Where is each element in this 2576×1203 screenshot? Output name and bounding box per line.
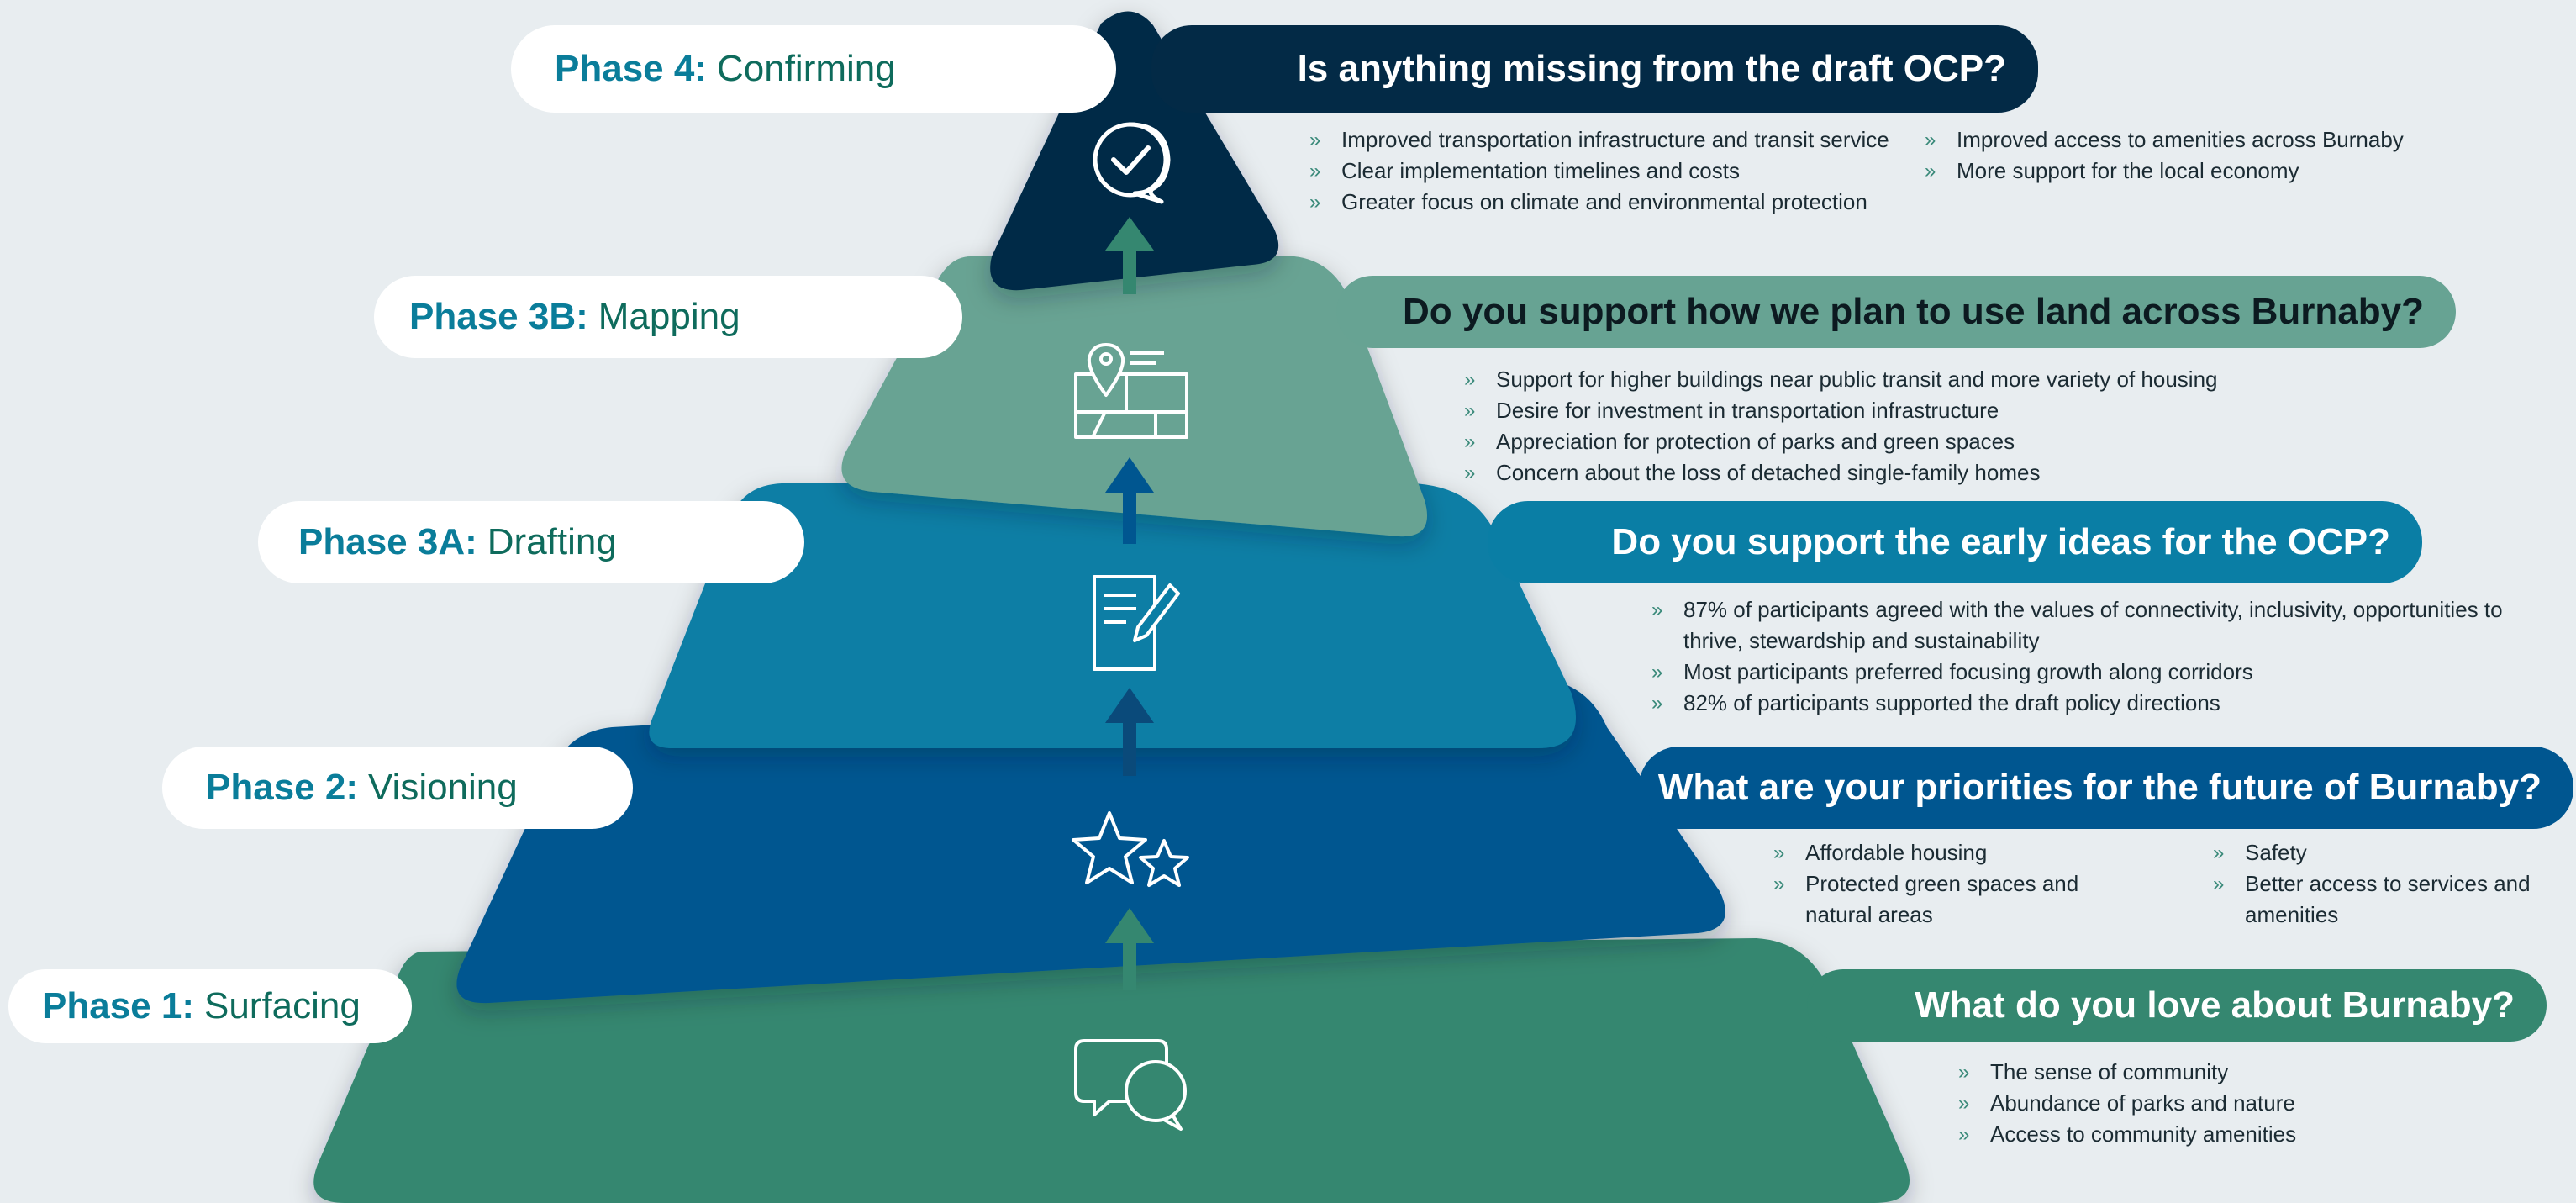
checkmark-speech-bubble-icon	[1093, 122, 1171, 204]
phase-name-phase1: Surfacing	[203, 985, 361, 1026]
phase-label-pill-phase4: Phase 4: Confirming	[511, 25, 1116, 113]
finding-item: More support for the local economy	[1925, 156, 2471, 187]
findings-list-phase3b: Support for higher buildings near public…	[1464, 364, 2473, 488]
chat-bubbles-icon	[1074, 1039, 1187, 1131]
stars-icon	[1072, 811, 1189, 887]
finding-item: Greater focus on climate and environment…	[1309, 187, 1923, 218]
pyramid-layer-confirming	[990, 11, 1279, 291]
question-text-phase2: What are your priorities for the future …	[1657, 767, 2542, 808]
phase-name-phase4: Confirming	[716, 48, 896, 89]
progress-arrow-2	[1105, 688, 1154, 776]
phase-name-phase3a: Drafting	[487, 521, 617, 562]
pyramid-layer-drafting	[649, 483, 1576, 748]
finding-item: 87% of participants agreed with the valu…	[1651, 594, 2509, 657]
finding-item: The sense of community	[1958, 1057, 2505, 1088]
question-banner-phase3b: Do you support how we plan to use land a…	[1336, 276, 2456, 348]
finding-item: Support for higher buildings near public…	[1464, 364, 2473, 395]
findings-list-phase4-col2: Improved access to amenities across Burn…	[1925, 124, 2471, 187]
phase-label-pill-phase3a: Phase 3A: Drafting	[258, 501, 804, 583]
finding-item: Desire for investment in transportation …	[1464, 395, 2473, 426]
finding-item: Affordable housing	[1773, 837, 2126, 868]
progress-arrow-1	[1105, 908, 1154, 990]
finding-item: Appreciation for protection of parks and…	[1464, 426, 2473, 457]
progress-arrow-4	[1105, 217, 1154, 294]
question-banner-phase1: What do you love about Burnaby?	[1807, 969, 2547, 1042]
phase-number-phase4: Phase 4:	[555, 48, 707, 89]
question-banner-phase3a: Do you support the early ideas for the O…	[1488, 501, 2422, 583]
findings-list-phase2-col1: Affordable housing Protected green space…	[1773, 837, 2126, 931]
question-banner-phase2: What are your priorities for the future …	[1639, 747, 2573, 829]
finding-item: Improved access to amenities across Burn…	[1925, 124, 2471, 156]
phase-number-phase1: Phase 1:	[42, 985, 194, 1026]
finding-item: Protected green spaces and natural areas	[1773, 868, 2126, 931]
findings-list-phase4-col1: Improved transportation infrastructure a…	[1309, 124, 1923, 218]
map-pin-icon	[1074, 343, 1188, 439]
finding-item: Clear implementation timelines and costs	[1309, 156, 1923, 187]
finding-item: Safety	[2213, 837, 2549, 868]
finding-item: 82% of participants supported the draft …	[1651, 688, 2509, 719]
phase-label-pill-phase1: Phase 1: Surfacing	[8, 969, 412, 1043]
question-text-phase3b: Do you support how we plan to use land a…	[1402, 291, 2424, 332]
findings-list-phase1: The sense of community Abundance of park…	[1958, 1057, 2505, 1150]
finding-item: Most participants preferred focusing gro…	[1651, 657, 2509, 688]
findings-list-phase3a: 87% of participants agreed with the valu…	[1651, 594, 2509, 719]
question-banner-phase4: Is anything missing from the draft OCP?	[1151, 25, 2038, 113]
phase-name-phase3b: Mapping	[598, 296, 740, 337]
phase-number-phase2: Phase 2:	[206, 767, 358, 808]
phase-number-phase3b: Phase 3B:	[409, 296, 588, 337]
question-text-phase1: What do you love about Burnaby?	[1915, 984, 2515, 1026]
pyramid-layer-surfacing	[313, 938, 1910, 1203]
findings-list-phase2-col2: Safety Better access to services and ame…	[2213, 837, 2549, 931]
finding-item: Abundance of parks and nature	[1958, 1088, 2505, 1119]
phase-number-phase3a: Phase 3A:	[298, 521, 477, 562]
phase-label-pill-phase2: Phase 2: Visioning	[162, 747, 633, 829]
finding-item: Access to community amenities	[1958, 1119, 2505, 1150]
finding-item: Concern about the loss of detached singl…	[1464, 457, 2473, 488]
question-text-phase3a: Do you support the early ideas for the O…	[1611, 521, 2390, 562]
phase-name-phase2: Visioning	[367, 767, 518, 808]
document-pencil-icon	[1093, 575, 1180, 671]
finding-item: Improved transportation infrastructure a…	[1309, 124, 1923, 156]
phase-label-pill-phase3b: Phase 3B: Mapping	[374, 276, 962, 358]
finding-item: Better access to services and amenities	[2213, 868, 2549, 931]
pyramid-layer-mapping	[841, 256, 1428, 537]
question-text-phase4: Is anything missing from the draft OCP?	[1297, 48, 2006, 89]
progress-arrow-3	[1105, 457, 1154, 544]
